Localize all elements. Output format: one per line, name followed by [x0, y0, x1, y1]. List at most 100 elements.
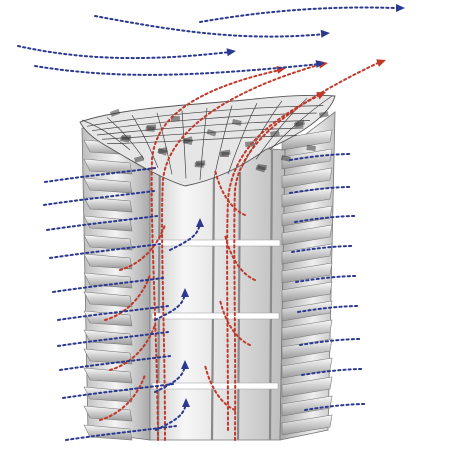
louver-fin	[281, 300, 333, 322]
cold-airflow-arrow	[301, 368, 365, 376]
roof-rib	[199, 107, 208, 181]
roof-rib	[269, 95, 333, 151]
roof-panel	[280, 154, 291, 162]
floor-band	[151, 312, 280, 320]
cold-airflow-arrow	[304, 403, 368, 411]
roof-panel	[183, 136, 194, 144]
warm-airflow-arrow	[204, 364, 236, 411]
roof-panel	[255, 165, 266, 173]
cold-airflow-arrow	[17, 45, 231, 60]
roof-panel	[110, 108, 121, 117]
cold-airflow-arrow	[57, 305, 169, 321]
cold-airflow-arrow-head	[196, 218, 204, 227]
roof-rib	[101, 127, 304, 140]
roof-rib	[81, 119, 131, 151]
mullion	[268, 149, 274, 441]
louver-fin	[281, 262, 333, 284]
cold-airflow-arrow	[62, 383, 174, 399]
cold-airflow-arrow-head	[396, 4, 405, 12]
mullion	[210, 167, 216, 441]
louver-fin	[281, 319, 333, 341]
louver-fin	[83, 424, 133, 441]
roof-panel	[306, 144, 316, 152]
warm-airflow-arrow	[109, 324, 156, 371]
warm-airflow-arrow-head	[376, 59, 386, 67]
louver-fin	[281, 414, 333, 436]
warm-airflow-arrow	[150, 69, 281, 441]
roof-panel-grid	[81, 95, 333, 181]
louver-fin	[83, 272, 133, 289]
louver-fin	[281, 338, 333, 360]
cold-airflow-arrow	[44, 167, 156, 183]
louver-fin	[83, 158, 133, 175]
louver-fin	[83, 234, 133, 251]
louver-fin	[281, 281, 333, 303]
louver-fin	[83, 253, 133, 270]
cold-airflow-arrow	[46, 215, 158, 231]
cold-airflow-arrow	[289, 153, 353, 161]
warm-airflow-arrows	[99, 59, 386, 441]
cold-airflow-arrow	[57, 331, 169, 347]
cold-airflow-arrow	[294, 215, 358, 223]
roof-panel	[220, 152, 229, 157]
warm-airflow-arrow	[99, 374, 146, 421]
roof-panel	[231, 119, 242, 126]
roof-panel	[157, 147, 168, 154]
warm-airflow-arrow	[226, 94, 321, 431]
cold-airflow-arrow-head	[226, 48, 236, 57]
cold-airflow-arrow	[94, 15, 326, 38]
cold-airflow-arrow-head	[315, 59, 325, 68]
cold-airflow-arrow	[299, 338, 363, 346]
warm-airflow-arrow	[219, 299, 251, 346]
roof-panel	[318, 111, 329, 118]
roof-rib	[156, 112, 173, 175]
cold-airflow-arrow	[291, 245, 355, 253]
warm-airflow-arrow	[224, 234, 256, 281]
cold-airflow-arrow	[49, 243, 161, 259]
cold-airflow-arrow	[297, 305, 361, 313]
warm-airflow-arrow-head	[276, 65, 286, 74]
louver-fin	[281, 148, 333, 170]
roof-rib	[227, 103, 258, 175]
cold-airflow-arrow	[34, 63, 321, 76]
roof-canopy	[79, 94, 336, 187]
roof-panel	[270, 130, 280, 137]
roof-panel	[145, 126, 155, 132]
louver-fin	[83, 196, 133, 213]
mullion	[236, 171, 242, 441]
cold-airflow-arrow	[52, 277, 164, 293]
roof-panel	[134, 155, 145, 163]
louver-fin	[281, 167, 333, 189]
roof-rib	[131, 115, 159, 168]
cold-airflow-arrow	[289, 186, 353, 194]
louver-fin	[281, 376, 333, 398]
floor-band	[151, 239, 281, 247]
mullion	[156, 142, 162, 441]
louver-fin	[281, 205, 333, 227]
louver-fin	[281, 129, 333, 151]
right-louver-fins	[281, 129, 333, 436]
cold-airflow-arrow-head	[320, 29, 330, 38]
roof-rib	[91, 112, 317, 132]
warm-airflow-arrow	[104, 274, 151, 321]
warm-airflow-arrow	[161, 63, 323, 441]
cold-airflow-arrow	[65, 425, 177, 441]
warm-airflow-arrow	[119, 224, 166, 271]
cold-airflow-arrows	[17, 4, 405, 441]
cold-airflow-arrow	[199, 6, 396, 23]
cold-airflow-arrow	[43, 190, 155, 206]
cold-airflow-arrow-head	[181, 360, 189, 369]
cold-airflow-arrow-head	[182, 398, 190, 407]
louver-fin	[83, 348, 133, 365]
roof-rib	[86, 105, 324, 127]
louver-fin	[83, 291, 133, 308]
louver-fin	[281, 395, 333, 417]
roof-panel	[120, 136, 130, 143]
warm-airflow-arrow-head	[316, 92, 326, 100]
roof-panel	[194, 161, 204, 168]
cold-airflow-arrow-head	[181, 288, 189, 297]
roof-panel	[294, 122, 304, 128]
roof-rib	[255, 98, 308, 160]
tower-body	[81, 111, 336, 441]
